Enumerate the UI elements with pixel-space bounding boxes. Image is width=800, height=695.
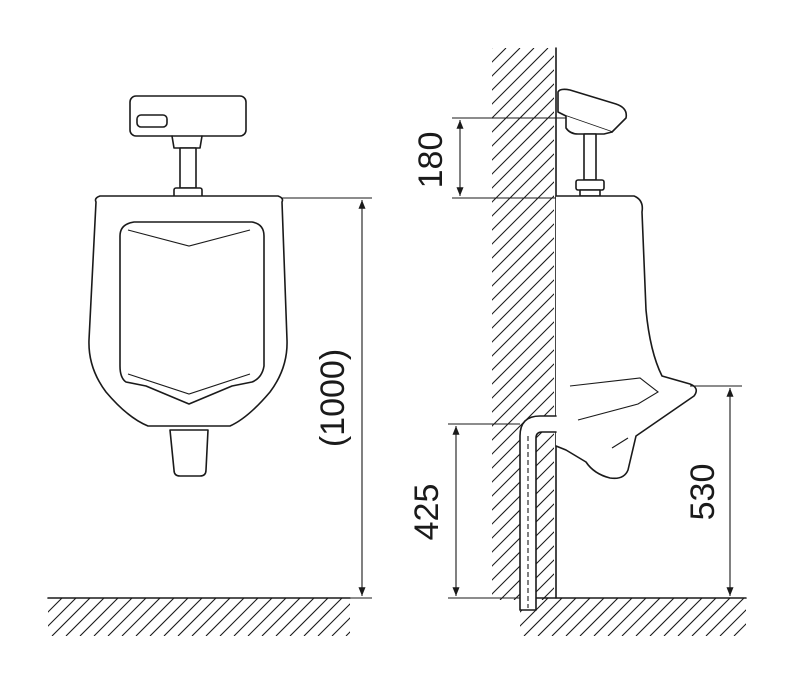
hatch-line bbox=[752, 48, 800, 600]
hatch-line bbox=[275, 598, 315, 636]
hatch-line bbox=[776, 598, 800, 636]
hatch-line bbox=[121, 598, 161, 636]
hatch-line bbox=[794, 48, 800, 600]
hatch-line bbox=[748, 598, 786, 636]
hatch-line bbox=[303, 598, 343, 636]
hatch-line bbox=[719, 609, 746, 636]
hatch-line bbox=[492, 251, 554, 315]
bowl-height-dimension: (1000) bbox=[282, 197, 372, 599]
rim-height-label: 530 bbox=[684, 464, 722, 521]
hatch-line bbox=[261, 598, 301, 636]
hatch-line bbox=[65, 598, 105, 636]
urinal-body-side bbox=[555, 195, 698, 480]
hatch-line bbox=[492, 307, 554, 371]
floor-left-hatch bbox=[48, 598, 412, 636]
drain-height-dimension: 425 bbox=[408, 423, 520, 599]
hatch-line bbox=[537, 598, 577, 636]
hatch-line bbox=[205, 598, 245, 636]
side-view: 180 425 530 bbox=[408, 47, 800, 636]
hatch-line bbox=[149, 598, 189, 636]
hatch-line bbox=[492, 265, 554, 329]
hatch-line bbox=[691, 598, 731, 636]
hatch-line bbox=[191, 598, 231, 636]
hatch-line bbox=[317, 603, 350, 636]
hatch-line bbox=[48, 598, 77, 627]
drain-height-label: 425 bbox=[408, 484, 446, 541]
hatch-line bbox=[163, 598, 203, 636]
hatch-line bbox=[654, 48, 800, 600]
flush-valve-front bbox=[129, 95, 247, 199]
hatch-line bbox=[492, 279, 554, 343]
flush-valve-side bbox=[557, 88, 628, 197]
hatch-line bbox=[523, 598, 563, 636]
hatch-line bbox=[135, 598, 175, 636]
hatch-line bbox=[374, 598, 412, 636]
hatch-line bbox=[79, 598, 119, 636]
hatch-line bbox=[51, 598, 91, 636]
hatch-line bbox=[607, 598, 647, 636]
hatch-line bbox=[780, 48, 800, 600]
hatch-line bbox=[766, 48, 800, 600]
hatch-line bbox=[233, 598, 273, 636]
front-view: (1000) bbox=[47, 95, 412, 636]
hatch-line bbox=[48, 598, 49, 599]
hatch-line bbox=[107, 598, 147, 636]
hatch-line bbox=[677, 598, 717, 636]
hatch-line bbox=[492, 503, 554, 567]
hatch-line bbox=[579, 598, 619, 636]
hatch-line bbox=[492, 447, 554, 511]
hatch-line bbox=[492, 321, 554, 385]
hatch-line bbox=[289, 598, 329, 636]
floor-left bbox=[47, 597, 412, 636]
floor-right bbox=[519, 597, 800, 636]
hatch-line bbox=[492, 461, 554, 525]
hatch-line bbox=[219, 598, 259, 636]
hatch-line bbox=[724, 48, 800, 600]
valve-height-dimension: 180 bbox=[412, 117, 566, 199]
rim-height-dimension: 530 bbox=[684, 385, 742, 596]
hatch-line bbox=[520, 598, 521, 599]
hatch-line bbox=[705, 598, 745, 636]
hatch-line bbox=[492, 97, 554, 161]
hatch-line bbox=[492, 125, 554, 189]
hatch-line bbox=[663, 598, 703, 636]
hatch-line bbox=[551, 598, 591, 636]
hatch-line bbox=[492, 293, 554, 357]
hatch-line bbox=[565, 598, 605, 636]
hatch-line bbox=[762, 598, 800, 636]
hatch-line bbox=[93, 598, 133, 636]
drain-pipe bbox=[519, 415, 557, 611]
hatch-line bbox=[649, 598, 689, 636]
urinal-body-front bbox=[88, 195, 288, 477]
hatch-line bbox=[635, 598, 675, 636]
hatch-line bbox=[593, 598, 633, 636]
hatch-line bbox=[331, 617, 350, 636]
hatch-line bbox=[177, 598, 217, 636]
bowl-height-label: (1000) bbox=[314, 349, 352, 447]
valve-height-label: 180 bbox=[412, 132, 450, 189]
hatch-line bbox=[48, 598, 63, 613]
hatch-line bbox=[360, 598, 398, 636]
hatch-line bbox=[520, 598, 549, 627]
hatch-line bbox=[345, 631, 350, 636]
floor-right-hatch bbox=[520, 598, 800, 636]
hatch-line bbox=[492, 335, 554, 399]
hatch-line bbox=[492, 83, 554, 147]
hatch-line bbox=[621, 598, 661, 636]
hatch-line bbox=[492, 111, 554, 175]
hatch-line bbox=[247, 598, 287, 636]
hatch-line bbox=[710, 48, 800, 600]
hatch-line bbox=[733, 623, 746, 636]
hatch-line bbox=[499, 545, 554, 600]
hatch-line bbox=[738, 48, 800, 600]
